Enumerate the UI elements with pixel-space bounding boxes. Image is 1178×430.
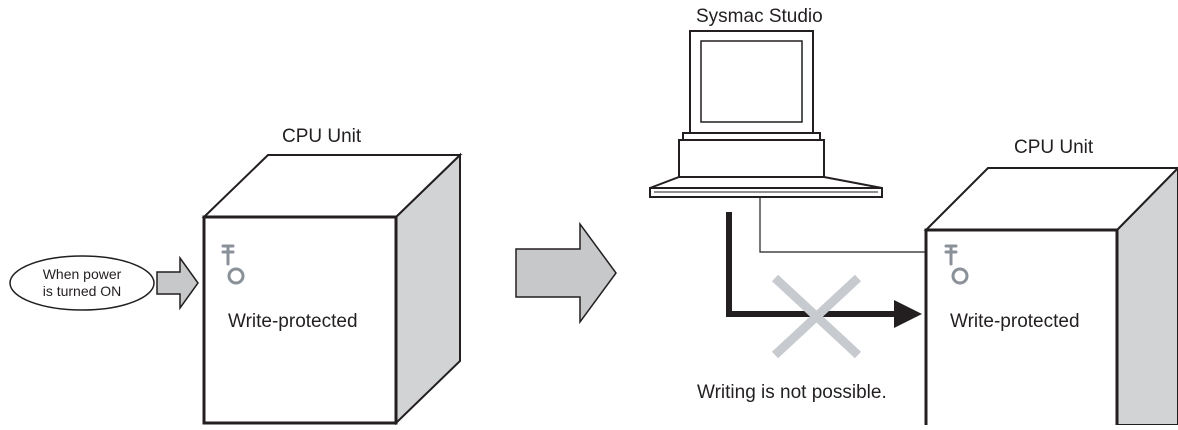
key-icon [944, 244, 969, 285]
right-cpu-unit-cube [923, 166, 1178, 426]
right-unit-title: CPU Unit [1014, 137, 1094, 158]
power-on-label-line1: When power [42, 266, 122, 282]
laptop-icon [649, 30, 883, 198]
power-on-label: When power is turned ON [30, 266, 134, 300]
right-unit-status: Write-protected [950, 311, 1080, 332]
power-on-label-line2: is turned ON [42, 283, 122, 299]
power-on-arrow [156, 255, 199, 311]
result-caption: Writing is not possible. [697, 382, 887, 403]
left-unit-status: Write-protected [228, 311, 358, 332]
left-cpu-unit-cube [201, 152, 463, 426]
write-arrow-head [894, 300, 922, 328]
transition-arrow [515, 221, 617, 325]
communication-cable [759, 198, 928, 253]
write-path-line [726, 212, 900, 317]
computer-title: Sysmac Studio [696, 6, 823, 27]
key-icon [221, 244, 245, 285]
power-on-bubble [9, 255, 155, 311]
cross-icon [771, 274, 862, 359]
left-unit-title: CPU Unit [282, 126, 362, 147]
